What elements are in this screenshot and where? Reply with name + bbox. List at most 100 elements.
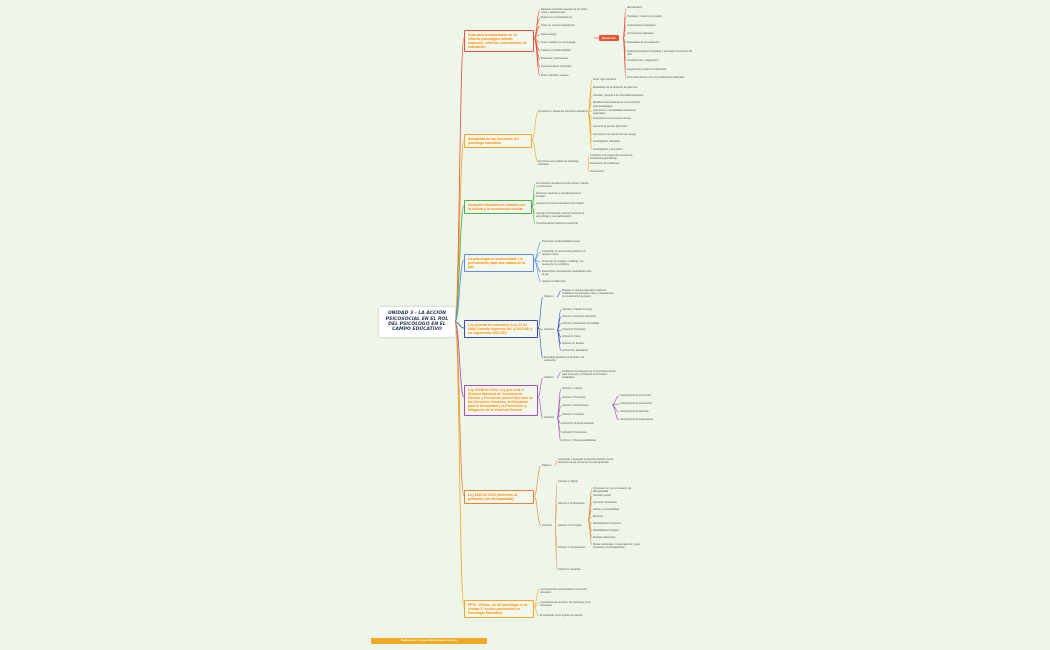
article-item[interactable]: Artículo 8. Principios bbox=[562, 328, 586, 332]
section-item[interactable]: Sugerencias o plan de tratamiento bbox=[627, 67, 667, 71]
objective-text[interactable]: Fortalecer los sistemas de convivencia e… bbox=[562, 370, 616, 380]
article-item[interactable]: Artículo 3. Definiciones bbox=[562, 404, 589, 408]
list-item[interactable]: Desarrollar competencias ciudadanas para… bbox=[542, 270, 592, 277]
objective-label[interactable]: Objetivo bbox=[542, 464, 552, 467]
list-item[interactable]: Tener claridad y respeto bbox=[541, 73, 569, 77]
definition-item[interactable]: Barreras bbox=[593, 515, 603, 518]
article-item[interactable]: Artículo 2. Definiciones bbox=[558, 502, 585, 505]
list-item[interactable]: Asesorar la gestión del centro bbox=[593, 124, 628, 128]
group-topic[interactable]: Funciones que realiza un psicólogo educa… bbox=[538, 160, 579, 167]
objective-text[interactable]: Regular el sistema educativo nacional, e… bbox=[562, 289, 614, 299]
definition-item[interactable]: Rehabilitación integral bbox=[593, 529, 619, 532]
definition-item[interactable]: Inclusión social bbox=[593, 494, 611, 497]
section-item[interactable]: Antecedentes relevantes bbox=[627, 23, 656, 27]
article-item[interactable]: Artículo 4. Dimensiones bbox=[558, 546, 586, 549]
article-item[interactable]: Artículo 9. Fines bbox=[562, 335, 581, 339]
sections-badge[interactable]: Secciones bbox=[599, 35, 619, 41]
list-item[interactable]: Intervenir en la prevención de riesgos bbox=[593, 132, 637, 136]
definition-item[interactable]: Enfoque diferencial bbox=[593, 536, 616, 539]
article-item[interactable]: Artículo 2. Principios bbox=[562, 395, 586, 399]
definition-item[interactable]: Personas con y/o en situación de discapa… bbox=[593, 487, 632, 494]
list-item[interactable]: Orientar y apoyar a la comunidad educati… bbox=[593, 93, 644, 97]
list-item[interactable]: Contribuir a la mejora del proceso de en… bbox=[590, 154, 633, 161]
branch-topic[interactable]: La psicología en la diversidad: Un pensa… bbox=[464, 254, 534, 273]
list-item[interactable]: La intervención psicosocial en el entorn… bbox=[540, 588, 587, 595]
branch-topic[interactable]: PPTs - Efecto, rol del psicólogo en la U… bbox=[464, 600, 534, 619]
list-item[interactable]: Tener rigor científico bbox=[593, 78, 617, 81]
section-item[interactable]: Análisis psicológico integrado y vincula… bbox=[627, 50, 693, 57]
articles-label[interactable]: Artículos bbox=[544, 328, 555, 331]
list-item[interactable]: Presentar conclusiones bbox=[541, 57, 568, 61]
list-item[interactable]: Atender la diversidad, eliminar barreras… bbox=[536, 212, 585, 219]
list-item[interactable]: El Estado garantiza el derecho a la educ… bbox=[544, 356, 585, 363]
article-item[interactable]: Artículo 1. Objeto bbox=[558, 480, 579, 483]
list-item[interactable]: Evaluación de la situación de alumnos bbox=[593, 85, 638, 89]
list-item[interactable]: Transformación hacia la convivencia bbox=[536, 222, 578, 225]
article-item[interactable]: Artículo 5. Ruta de atención bbox=[562, 421, 595, 425]
branch-topic[interactable]: Inclusión educativa en relación con la c… bbox=[464, 200, 532, 215]
list-item[interactable]: Prevención de problemas bbox=[590, 162, 620, 165]
section-item[interactable]: Propósito / motivo de consulta bbox=[627, 14, 662, 18]
definition-item[interactable]: Rehabilitación funcional bbox=[593, 522, 621, 525]
list-item[interactable]: Importancia de la acción del psicólogo e… bbox=[540, 601, 591, 608]
list-item[interactable]: Asegurar procesos educativos de calidad bbox=[536, 202, 584, 205]
article-item[interactable]: Artículo 6. Protocolos bbox=[562, 430, 587, 434]
list-item[interactable]: Respetar el interés superior de los niño… bbox=[541, 8, 589, 15]
objective-label[interactable]: Objetivo bbox=[544, 295, 554, 298]
root-topic[interactable]: UNIDAD 3 - LA ACCIÓN PSICOSOCIAL EN EL R… bbox=[379, 307, 455, 337]
list-item[interactable]: Evitar tono confrontacional bbox=[541, 16, 572, 20]
branch-topic[interactable]: Ley 1618 de 2013 (derechos de personas c… bbox=[464, 490, 534, 505]
list-item[interactable]: Reconocer la diversidad humana bbox=[542, 240, 580, 243]
branch-topic[interactable]: Ley general de educación (Ley 23 de 1946… bbox=[464, 320, 538, 339]
list-item[interactable]: Intervención bbox=[590, 170, 605, 173]
component-item[interactable]: Componente de seguimiento bbox=[620, 418, 654, 421]
section-item[interactable]: Identificación bbox=[627, 6, 643, 9]
article-item[interactable]: Artículo 5. Garantía bbox=[558, 568, 581, 571]
connector bbox=[533, 259, 542, 283]
list-item[interactable]: Investigación educativa bbox=[593, 140, 620, 144]
component-item[interactable]: Componente de prevención bbox=[620, 402, 652, 405]
article-item[interactable]: Artículo 2. Derecho educativo bbox=[562, 314, 597, 318]
group-topic[interactable]: Funciones y tareas del psicólogo educati… bbox=[538, 110, 588, 113]
section-item[interactable]: Firma del informe, con el procedimiento … bbox=[627, 76, 685, 80]
connector bbox=[531, 205, 536, 225]
articles-label[interactable]: Artículos bbox=[544, 416, 555, 419]
article-item[interactable]: Artículo 1. Objeto de la ley bbox=[562, 308, 593, 311]
definition-item[interactable]: Acceso y accesibilidad bbox=[593, 508, 620, 511]
list-item[interactable]: Promover acciones y transformaciones soc… bbox=[536, 192, 581, 199]
section-item[interactable]: Resultados de la evaluación bbox=[627, 41, 660, 45]
list-item[interactable]: Intervenir en necesidades educativas esp… bbox=[593, 109, 636, 116]
branch-topic[interactable]: Actualidad de las funciones del psicólog… bbox=[464, 134, 532, 149]
article-item[interactable]: Artículo 3. Educación de calidad bbox=[562, 321, 600, 325]
list-item[interactable]: Aceptar la diferencia bbox=[542, 280, 566, 283]
section-item[interactable]: Conclusiones y diagnóstico bbox=[627, 58, 659, 62]
list-item[interactable]: El psicólogo como agente de cambio bbox=[540, 614, 583, 617]
article-item[interactable]: Artículo 53. Estudiante bbox=[562, 348, 589, 352]
article-item[interactable]: Artículo 4. Comités bbox=[562, 413, 584, 417]
article-item[interactable]: Artículo 3. Principios bbox=[558, 524, 582, 527]
article-item[interactable]: Artículo 13. Estado bbox=[562, 342, 584, 345]
component-item[interactable]: Componente de atención bbox=[620, 410, 649, 413]
list-item[interactable]: Evitar sesgos bbox=[541, 32, 557, 36]
branch-topic[interactable]: Ley 31498 de 2022, Ley que crea el Siste… bbox=[464, 385, 538, 416]
objective-label[interactable]: Objetivo bbox=[544, 376, 554, 379]
article-item[interactable]: Artículo 1. Objeto bbox=[562, 387, 583, 390]
list-item[interactable]: Realizar acompañamiento e intervención p… bbox=[593, 101, 641, 108]
list-item[interactable]: Tener cuidado con el lenguaje bbox=[541, 40, 576, 44]
articles-label[interactable]: Artículos bbox=[542, 524, 553, 527]
definition-item[interactable]: Acciones afirmativas bbox=[593, 501, 617, 504]
list-item[interactable]: Promover la empatía, el diálogo y la res… bbox=[542, 260, 584, 267]
branch-topic[interactable]: Guía para la elaboración de un informe p… bbox=[464, 30, 534, 53]
list-item[interactable]: Cuidar la confidencialidad bbox=[541, 49, 571, 52]
section-item[interactable]: Instrumentos aplicados bbox=[627, 32, 654, 36]
component-item[interactable]: Componente de promoción bbox=[620, 394, 652, 397]
list-item[interactable]: Garantizar la convivencia pacífica y el … bbox=[542, 250, 586, 257]
article-item[interactable]: Artículo 7. Responsabilidades bbox=[562, 439, 597, 443]
list-item[interactable]: Investigación y formación bbox=[593, 148, 623, 152]
list-item[interactable]: La inclusión educativa vincula cultura, … bbox=[536, 182, 589, 189]
list-item[interactable]: Favorecer la convivencia escolar bbox=[593, 117, 631, 120]
list-item[interactable]: Tener en cuenta el desarrollo bbox=[541, 24, 575, 28]
list-item[interactable]: Consentimiento informado bbox=[541, 65, 572, 69]
definition-item[interactable]: Redes nacionales y regionales de y para … bbox=[593, 543, 640, 550]
objective-text[interactable]: Garantizar y asegurar el ejercicio efect… bbox=[558, 458, 614, 465]
